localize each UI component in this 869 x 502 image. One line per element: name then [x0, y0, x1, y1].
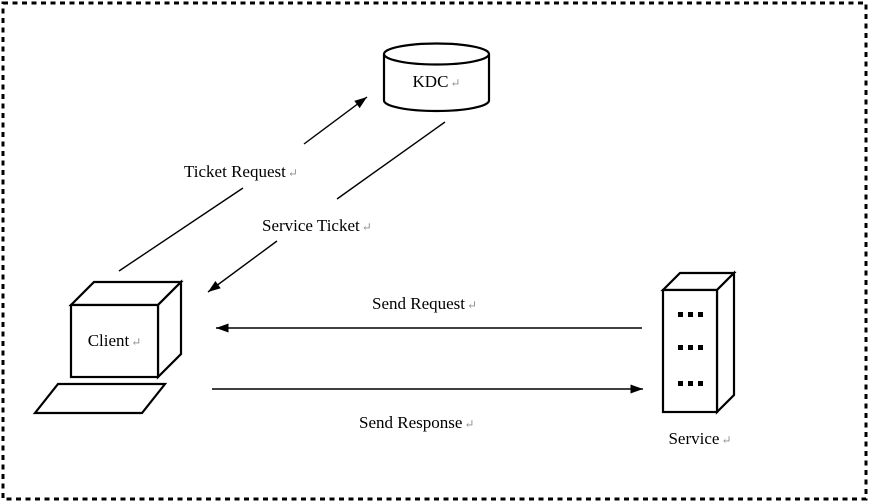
service-ticket-label: Service Ticket↵ [262, 216, 372, 237]
return-mark-icon: ↵ [287, 166, 298, 180]
kdc-cylinder-icon [382, 42, 491, 113]
client-keyboard [32, 382, 168, 415]
client-computer-icon [32, 279, 184, 415]
return-mark-icon: ↵ [464, 417, 475, 431]
return-mark-icon: ↵ [131, 335, 142, 349]
send-response-label: Send Response↵ [359, 413, 474, 434]
service-server-dots [678, 312, 703, 386]
client-label-text: Client [87, 331, 130, 350]
ticket-request-label: Ticket Request↵ [184, 162, 298, 183]
service-ticket-label-text: Service Ticket [262, 216, 360, 235]
return-mark-icon: ↵ [361, 220, 372, 234]
service-label-text: Service [668, 429, 720, 448]
kdc-label: KDC↵ [384, 72, 489, 93]
service-label: Service↵ [650, 429, 750, 450]
return-mark-icon: ↵ [721, 433, 732, 447]
kdc-cylinder-body [382, 54, 491, 113]
send-response-label-text: Send Response [359, 413, 463, 432]
return-mark-icon: ↵ [467, 298, 478, 312]
ticket-request-label-text: Ticket Request [184, 162, 286, 181]
ticket-request-arrow [118, 96, 368, 272]
send-request-label: Send Request↵ [372, 294, 477, 315]
send-request-label-text: Send Request [372, 294, 466, 313]
return-mark-icon: ↵ [450, 76, 461, 90]
service-server-front-face [661, 288, 719, 414]
service-ticket-arrow [207, 121, 446, 293]
service-server-icon [660, 270, 737, 415]
kdc-cylinder-top [382, 42, 491, 66]
client-monitor-front-face [69, 303, 160, 379]
kdc-label-text: KDC [412, 72, 449, 91]
client-label: Client↵ [71, 331, 158, 352]
service-server-side-face [715, 270, 736, 415]
